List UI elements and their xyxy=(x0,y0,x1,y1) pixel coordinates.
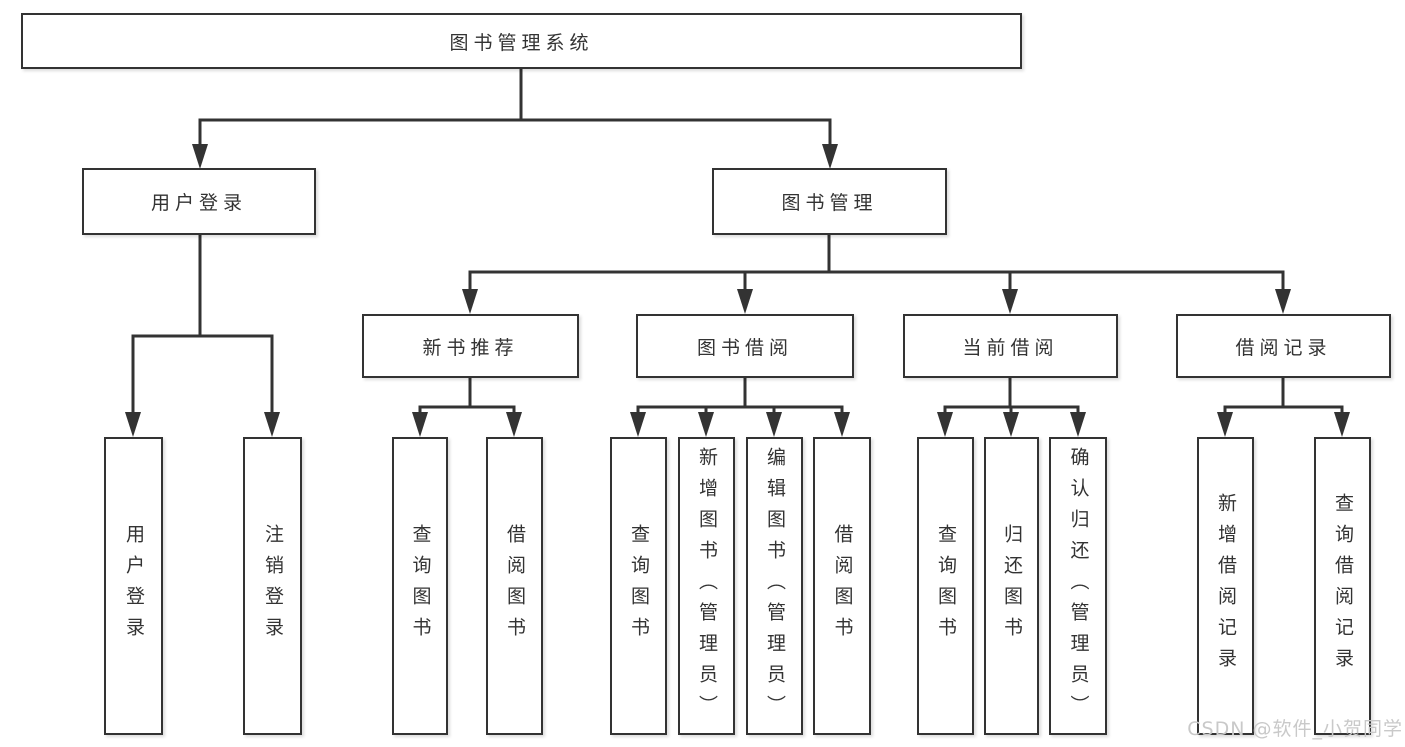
node-new-book-recommend: 新书推荐 xyxy=(362,314,579,378)
arrow-down-icon xyxy=(412,412,428,437)
connector-book-borrowing-to-children xyxy=(630,378,850,437)
arrow-down-icon xyxy=(264,412,280,437)
node-user-login-leaf: 用户登录 xyxy=(104,437,163,735)
arrow-down-icon xyxy=(766,412,782,437)
arrow-down-icon xyxy=(630,412,646,437)
connector-book-management-to-level3 xyxy=(462,235,1291,314)
arrow-down-icon xyxy=(834,412,850,437)
arrow-down-icon xyxy=(822,144,838,169)
connector-current-borrowing-to-children xyxy=(937,378,1086,437)
csdn-watermark: CSDN @软件_小贺同学 xyxy=(1187,718,1403,740)
node-logout-leaf: 注销登录 xyxy=(243,437,302,735)
node-root: 图书管理系统 xyxy=(21,13,1022,69)
connector-borrowing-records-to-children xyxy=(1217,378,1350,437)
node-borrow-query-books: 查询图书 xyxy=(610,437,667,735)
node-user-login: 用户登录 xyxy=(82,168,316,235)
arrow-down-icon xyxy=(937,412,953,437)
node-recommend-borrow-books: 借阅图书 xyxy=(486,437,543,735)
node-current-return-books: 归还图书 xyxy=(984,437,1039,735)
node-current-borrowing: 当前借阅 xyxy=(903,314,1118,378)
node-current-query-books: 查询图书 xyxy=(917,437,974,735)
arrow-down-icon xyxy=(192,144,208,169)
node-borrow-borrow-books: 借阅图书 xyxy=(813,437,871,735)
arrow-down-icon xyxy=(1217,412,1233,437)
arrow-down-icon xyxy=(1070,412,1086,437)
node-current-confirm-return-admin: 确认归还（管理员） xyxy=(1049,437,1107,735)
node-borrow-add-books-admin: 新增图书（管理员） xyxy=(678,437,735,735)
node-records-query-record: 查询借阅记录 xyxy=(1314,437,1371,735)
node-records-add-record: 新增借阅记录 xyxy=(1197,437,1254,735)
arrow-down-icon xyxy=(1002,289,1018,314)
arrow-down-icon xyxy=(698,412,714,437)
node-book-management: 图书管理 xyxy=(712,168,947,235)
connector-root-to-level2 xyxy=(192,69,838,169)
arrow-down-icon xyxy=(1003,412,1019,437)
connector-new-book-recommend-to-children xyxy=(412,378,522,437)
arrow-down-icon xyxy=(506,412,522,437)
node-book-borrowing: 图书借阅 xyxy=(636,314,854,378)
node-borrow-edit-books-admin: 编辑图书（管理员） xyxy=(746,437,803,735)
node-recommend-query-books: 查询图书 xyxy=(392,437,448,735)
arrow-down-icon xyxy=(1275,289,1291,314)
arrow-down-icon xyxy=(125,412,141,437)
arrow-down-icon xyxy=(737,289,753,314)
arrow-down-icon xyxy=(1334,412,1350,437)
arrow-down-icon xyxy=(462,289,478,314)
connector-user-login-to-children xyxy=(125,235,280,437)
node-borrowing-records: 借阅记录 xyxy=(1176,314,1391,378)
